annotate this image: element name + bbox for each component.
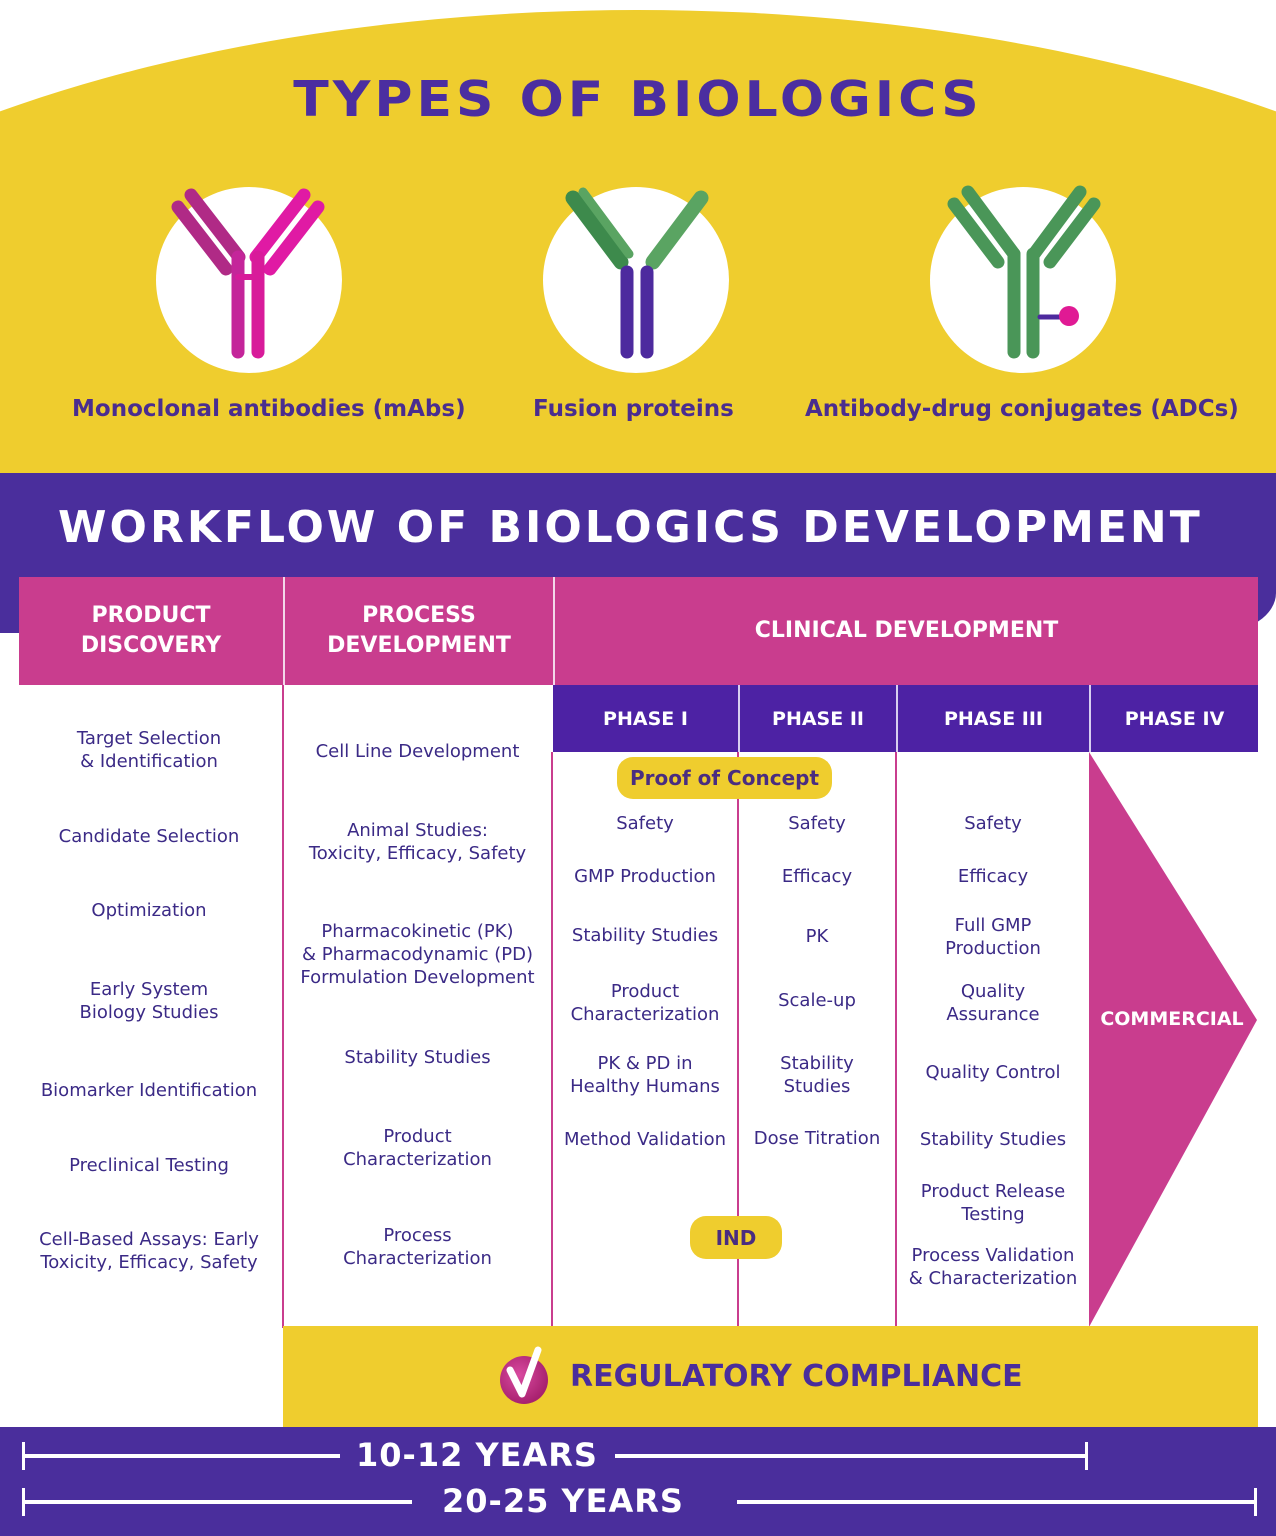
fusion-icon-circle bbox=[543, 187, 729, 373]
column-divider bbox=[895, 752, 897, 1328]
list-item: Optimization bbox=[91, 900, 207, 921]
list-item: Stability Studies bbox=[571, 925, 719, 946]
commercial-label: COMMERCIAL bbox=[1100, 1008, 1244, 1030]
stage-header-clinical-development: CLINICAL DEVELOPMENT bbox=[553, 577, 1258, 685]
adc-icon bbox=[947, 185, 1101, 359]
timeline-cap bbox=[1085, 1442, 1088, 1470]
biologic-label-adcs: Antibody-drug conjugates (ADCs) bbox=[805, 396, 1239, 422]
timeline-label-10-12: 10-12 YEARS bbox=[356, 1436, 598, 1474]
stage-header-product-discovery: PRODUCT DISCOVERY bbox=[19, 577, 283, 685]
phase-header-2: PHASE II bbox=[738, 685, 896, 752]
adc-icon-circle bbox=[930, 185, 1116, 373]
list-item: Biomarker Identification bbox=[40, 1080, 258, 1101]
timeline-line-10-12 bbox=[22, 1454, 340, 1458]
list-item: PK bbox=[805, 926, 829, 947]
regulatory-compliance-band bbox=[283, 1326, 1258, 1428]
list-item: Method Validation bbox=[563, 1129, 727, 1150]
column-divider bbox=[737, 752, 739, 1328]
list-item: Preclinical Testing bbox=[69, 1155, 229, 1176]
list-item: Process Characterization bbox=[343, 1225, 492, 1269]
list-item: Product Characterization bbox=[570, 981, 720, 1025]
phase-header-3: PHASE III bbox=[896, 685, 1089, 752]
column-divider bbox=[551, 752, 553, 1328]
list-item: Stability Studies bbox=[780, 1053, 854, 1097]
timeline-line-20-25 bbox=[737, 1500, 1257, 1504]
timeline-band bbox=[0, 1427, 1276, 1536]
phase-header-4: PHASE IV bbox=[1089, 685, 1258, 752]
list-item: Cell-Based Assays: Early Toxicity, Effic… bbox=[39, 1229, 259, 1273]
list-item: Product Release Testing bbox=[920, 1181, 1066, 1225]
list-item: Efficacy bbox=[957, 866, 1029, 887]
timeline-cap bbox=[1254, 1488, 1257, 1516]
stage-header-process-development: PROCESS DEVELOPMENT bbox=[283, 577, 553, 685]
list-item: Pharmacokinetic (PK) & Pharmacodynamic (… bbox=[300, 921, 535, 988]
list-item: Candidate Selection bbox=[58, 826, 240, 847]
list-item: Scale-up bbox=[778, 990, 856, 1011]
list-item: Quality Control bbox=[925, 1062, 1061, 1083]
fusion-protein-icon bbox=[565, 187, 709, 359]
list-item: Product Characterization bbox=[343, 1126, 492, 1170]
list-item: Safety bbox=[788, 813, 846, 834]
list-item: Target Selection & Identification bbox=[76, 728, 222, 772]
antibody-icon bbox=[171, 188, 325, 359]
list-item: Early System Biology Studies bbox=[79, 979, 219, 1023]
list-item: Dose Titration bbox=[753, 1128, 881, 1149]
list-item: PK & PD in Healthy Humans bbox=[570, 1053, 720, 1097]
proof-of-concept-badge: Proof of Concept bbox=[617, 757, 832, 799]
biologic-label-mabs: Monoclonal antibodies (mAbs) bbox=[72, 396, 466, 422]
list-item: Safety bbox=[616, 813, 674, 834]
timeline-line-10-12 bbox=[615, 1454, 1087, 1458]
timeline-label-20-25: 20-25 YEARS bbox=[442, 1482, 684, 1520]
list-item: Efficacy bbox=[781, 866, 853, 887]
list-item: Animal Studies: Toxicity, Efficacy, Safe… bbox=[308, 820, 527, 864]
column-divider bbox=[282, 685, 284, 1328]
list-item: GMP Production bbox=[574, 866, 716, 887]
list-item: Stability Studies bbox=[344, 1047, 491, 1068]
mab-icon-circle bbox=[156, 187, 342, 373]
types-title: TYPES OF BIOLOGICS bbox=[293, 71, 983, 129]
commercial-arrow bbox=[1089, 752, 1257, 1327]
list-item: Full GMP Production bbox=[945, 915, 1041, 959]
list-item: Process Validation & Characterization bbox=[908, 1245, 1078, 1289]
list-item: Stability Studies bbox=[919, 1129, 1067, 1150]
checkmark-icon bbox=[500, 1346, 548, 1404]
phase-header-1: PHASE I bbox=[553, 685, 738, 752]
regulatory-compliance-label: REGULATORY COMPLIANCE bbox=[570, 1359, 1023, 1394]
biologic-label-fusion: Fusion proteins bbox=[533, 396, 734, 422]
timeline-line-20-25 bbox=[22, 1500, 412, 1504]
list-item: Quality Assurance bbox=[946, 981, 1040, 1025]
list-item: Safety bbox=[964, 813, 1022, 834]
workflow-title: WORKFLOW OF BIOLOGICS DEVELOPMENT bbox=[58, 502, 1203, 553]
list-item: Cell Line Development bbox=[315, 741, 520, 762]
ind-badge: IND bbox=[690, 1216, 782, 1259]
